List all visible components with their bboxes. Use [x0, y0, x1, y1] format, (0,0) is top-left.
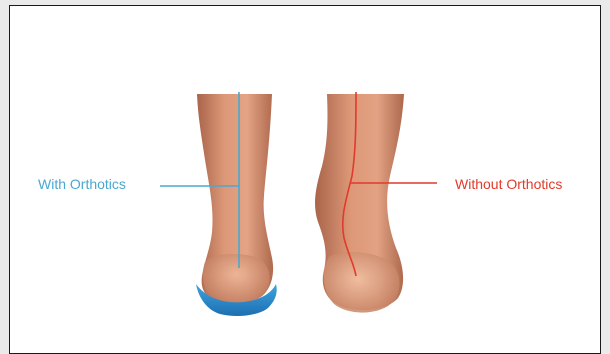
with-orthotics-label: With Orthotics — [38, 176, 126, 192]
right-foot-without-orthotic — [315, 92, 437, 313]
left-heel — [203, 254, 270, 305]
left-foot-with-orthotic — [160, 92, 277, 316]
right-heel — [324, 252, 400, 313]
without-orthotics-label: Without Orthotics — [455, 176, 562, 192]
